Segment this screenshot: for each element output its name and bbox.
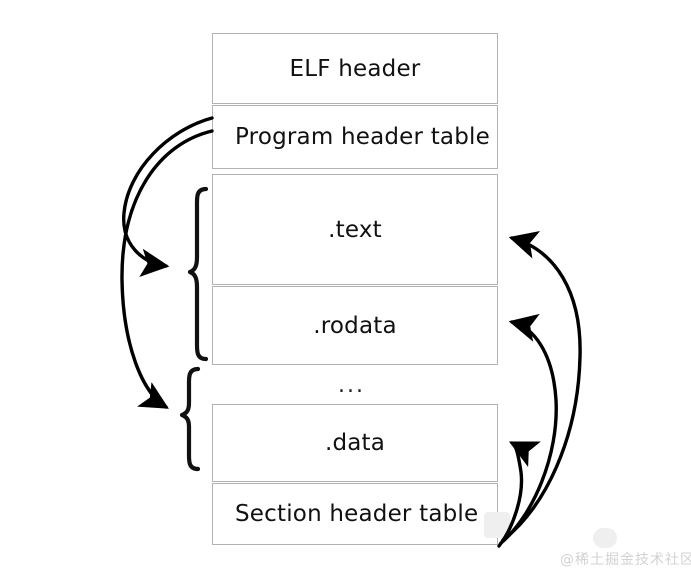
box-label-section-header-table: Section header table xyxy=(235,501,479,527)
brace-text-rodata xyxy=(187,186,209,362)
box-label-data-section: .data xyxy=(324,430,386,456)
box-data-section: .data xyxy=(212,404,498,482)
box-label-rodata-section: .rodata xyxy=(313,312,397,339)
box-elf-header: ELF header xyxy=(212,33,498,104)
box-program-header-table: Program header table xyxy=(212,105,498,169)
watermark-text: @稀土掘金技术社区 xyxy=(560,552,691,568)
box-label-elf-header: ELF header xyxy=(289,55,421,82)
watermark-blob xyxy=(484,512,510,538)
box-section-header-table: Section header table xyxy=(212,483,498,545)
watermark-blob-2 xyxy=(593,528,617,548)
ellipsis-label: ... xyxy=(338,373,365,398)
box-label-text-section: .text xyxy=(328,216,382,243)
arrow-program-header-to-brace-2 xyxy=(120,129,214,409)
box-rodata-section: .rodata xyxy=(212,286,498,365)
arrow-program-header-to-brace-1 xyxy=(122,116,214,278)
box-label-program-header-table: Program header table xyxy=(235,124,490,150)
arrow-section-header-to-text xyxy=(501,231,582,542)
brace-data xyxy=(179,366,201,472)
box-text-section: .text xyxy=(212,174,498,285)
arrow-section-header-to-rodata xyxy=(499,313,558,545)
